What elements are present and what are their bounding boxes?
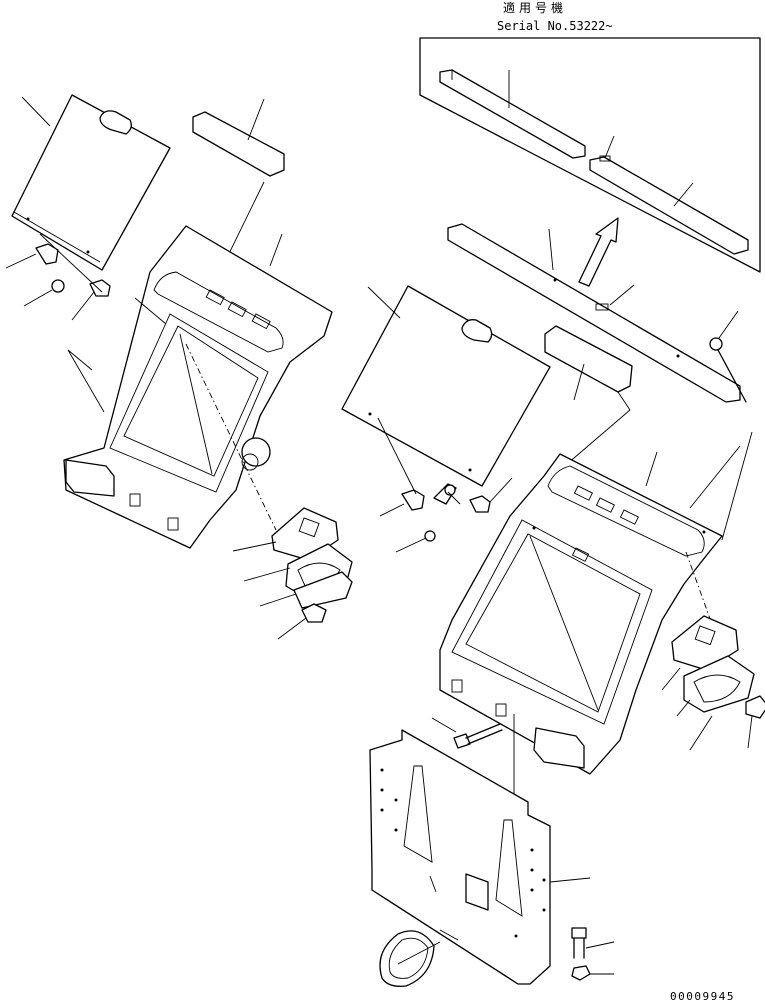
grommet [379,930,441,987]
applicability-heading: 適用号機 [503,0,567,15]
bolt-right [709,310,747,403]
hinge-parts-right [377,417,513,553]
lid-left [11,94,171,271]
serial-number-label: Serial No.53222~ [497,19,613,33]
direction-arrow [578,217,619,287]
serial-inset-frame [419,37,761,273]
console-body-right [439,431,753,775]
console-body-left [63,225,333,549]
base-plate [369,729,591,985]
motor-assembly-left [232,507,353,640]
console-rail [447,223,741,403]
motor-assembly-right [661,615,765,751]
cover-plate-right [544,325,633,471]
bolt-bottom [571,927,615,981]
drawing-number: 00009945 [670,990,735,1003]
lid-right [341,285,551,487]
hinge-parts-left [5,233,111,321]
